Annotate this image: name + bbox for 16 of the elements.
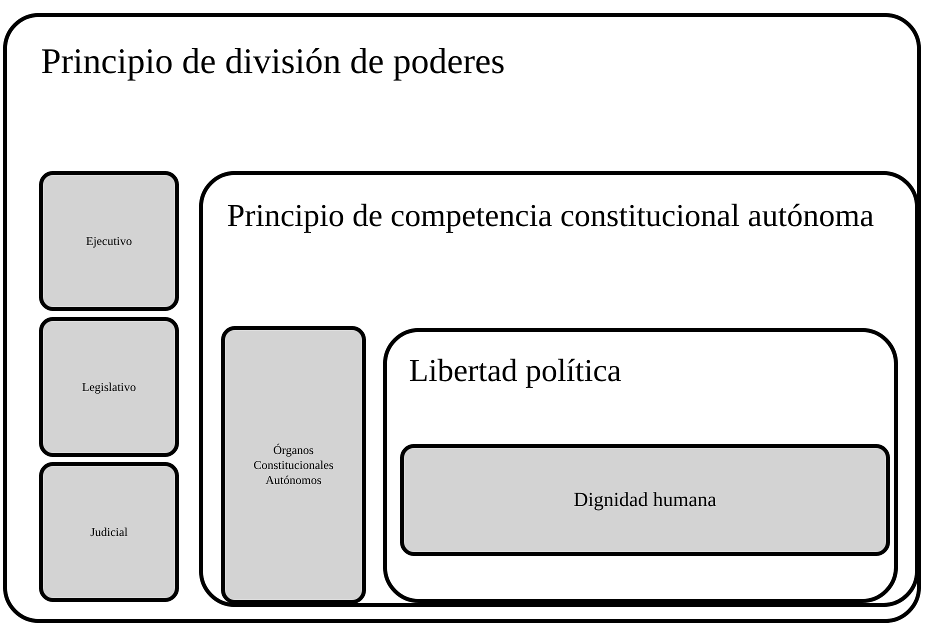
heading: Libertad política <box>409 351 622 390</box>
heading: Principio de competencia constitucional autónoma <box>227 196 874 235</box>
outer-frame <box>3 13 921 623</box>
inner-frame <box>383 328 898 603</box>
box-label: Judicial <box>90 524 128 540</box>
heading: Principio de división de poderes <box>41 40 505 83</box>
process-box <box>39 317 179 457</box>
process-box <box>400 444 890 556</box>
box-label: Legislativo <box>82 380 136 394</box>
box-label: Ejecutivo <box>86 234 132 248</box>
inner-frame <box>199 171 919 607</box>
process-box <box>221 326 366 604</box>
process-box <box>39 171 179 311</box>
box-label: Órganos Constitucionales Autónomos <box>252 442 334 488</box>
process-box <box>39 462 179 602</box>
box-label: Dignidad humana <box>574 488 716 512</box>
